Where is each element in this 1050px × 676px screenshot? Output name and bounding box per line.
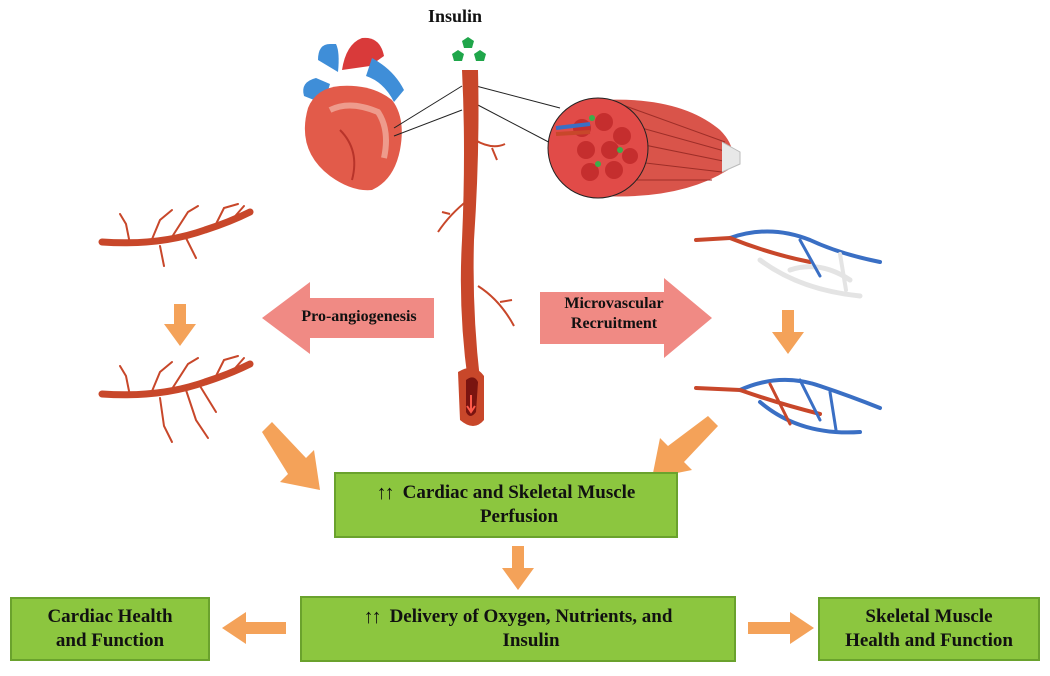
pro-angiogenesis-label: Pro-angiogenesis [301, 308, 417, 325]
muscle-illustration [547, 97, 741, 199]
pro-angiogenesis-arrow [262, 282, 434, 354]
insulin-title: Insulin [427, 6, 483, 26]
arrow-right-network-down [772, 310, 804, 354]
microvascular-recruitment-arrow [540, 278, 712, 358]
perfusion-line2: Perfusion [479, 506, 559, 527]
heart-illustration [303, 37, 404, 191]
skeletal-muscle-box: Skeletal Muscle Health and Function [818, 597, 1040, 661]
cardiac-line2: and Function [55, 630, 165, 651]
arrow-delivery-to-skeletal [748, 612, 814, 644]
microvascular-label-line2: Recruitment [570, 315, 658, 332]
increase-arrows-icon: ↑↑ [376, 482, 395, 504]
arrow-left-branch-down [164, 304, 196, 346]
arrow-to-perfusion-left [262, 422, 320, 490]
arrow-delivery-to-cardiac [222, 612, 286, 644]
microvascular-network-top [694, 229, 882, 299]
arrow-perfusion-to-delivery [502, 546, 534, 590]
cardiac-line1: Cardiac Health [47, 606, 173, 627]
increase-arrows-icon: ↑↑ [363, 606, 382, 628]
microvascular-recruitment-label: Microvascular Recruitment [540, 294, 688, 334]
cardiac-health-box: Cardiac Health and Function [10, 597, 210, 661]
insulin-molecules-icon [452, 37, 486, 61]
perfusion-line1: Cardiac and Skeletal Muscle [402, 482, 636, 503]
delivery-line2: Insulin [502, 630, 560, 651]
skeletal-line2: Health and Function [845, 630, 1013, 651]
connector-lines [393, 85, 561, 149]
microvascular-network-bottom [694, 377, 882, 435]
delivery-box: ↑↑ Delivery of Oxygen, Nutrients, and In… [300, 596, 736, 662]
arterial-branch-bottom [98, 355, 254, 443]
central-artery [437, 70, 515, 426]
skeletal-line1: Skeletal Muscle [865, 606, 993, 627]
arterial-branch-top [98, 203, 254, 267]
delivery-line1: Delivery of Oxygen, Nutrients, and [389, 606, 673, 627]
microvascular-label-line1: Microvascular [564, 295, 664, 312]
perfusion-box: ↑↑ Cardiac and Skeletal Muscle Perfusion [334, 472, 678, 538]
arrow-to-perfusion-right [652, 416, 718, 478]
